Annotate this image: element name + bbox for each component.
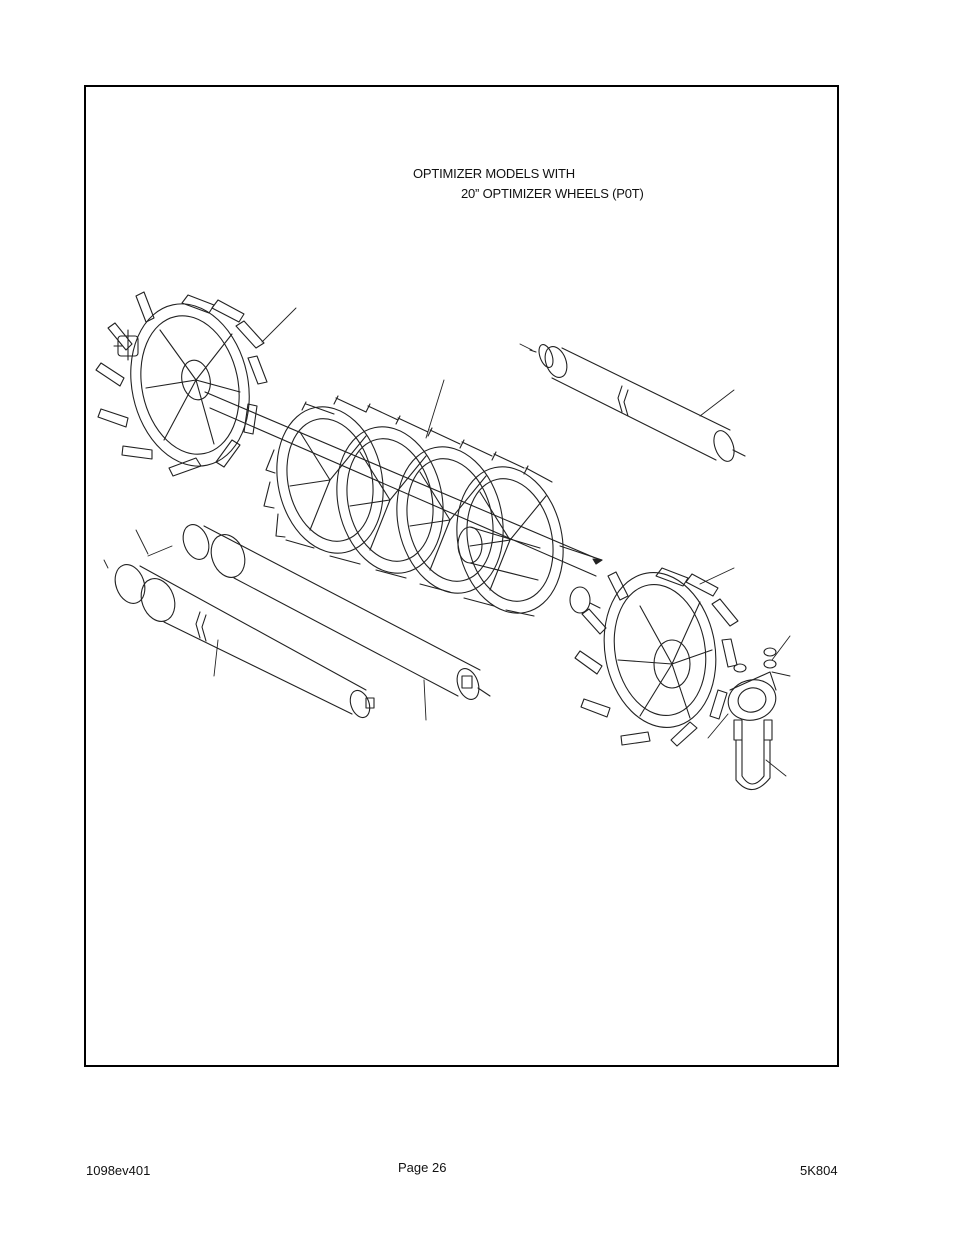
illustration-frame [84,85,839,1067]
footer-model-code: 5K804 [800,1163,838,1178]
upper-right-roller [530,343,745,464]
exploded-parts-drawing [84,85,839,1067]
caption-line-1: OPTIMIZER MODELS WITH [413,166,575,181]
caption-line-2: 20” OPTIMIZER WHEELS (P0T) [461,186,644,201]
footer-page-number: Page 26 [398,1160,447,1175]
right-optimizer-wheel [575,564,738,746]
lower-left-rollers [110,521,490,720]
callout-leader-lines [104,308,790,776]
center-wheel-assembly [264,396,602,623]
left-optimizer-wheel [96,292,267,477]
main-axle-shaft [205,392,600,613]
bearing-clamp-assembly [724,648,781,790]
footer-document-code: 1098ev401 [86,1163,151,1178]
